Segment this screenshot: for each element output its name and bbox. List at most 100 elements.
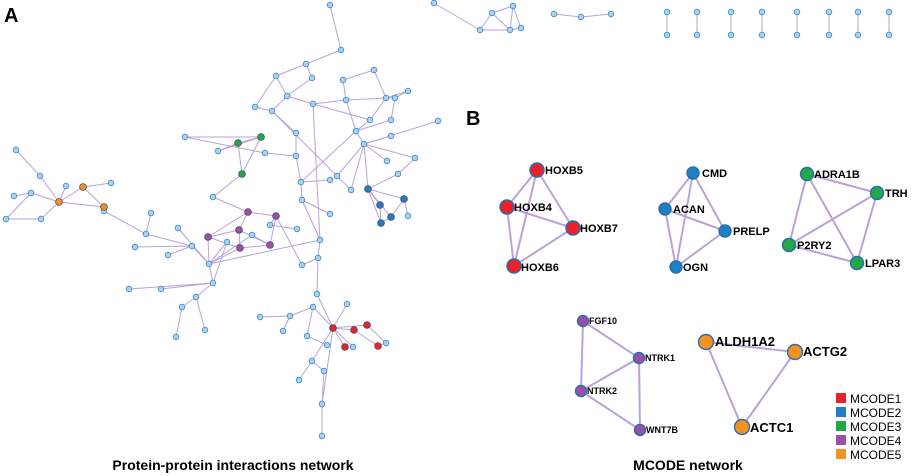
mcode-edge	[705, 341, 796, 353]
ppi-edge	[321, 327, 334, 405]
ppi-node	[318, 400, 326, 408]
ppi-node	[27, 189, 35, 197]
ppi-edge	[350, 143, 365, 191]
ppi-node	[313, 290, 321, 298]
ppi-cluster-node	[234, 139, 242, 147]
ppi-edge	[103, 210, 147, 235]
ppi-edge	[311, 327, 334, 362]
ppi-node	[12, 146, 20, 154]
ppi-node	[506, 26, 514, 34]
ppi-edge	[208, 263, 214, 284]
ppi-edge	[385, 90, 409, 99]
ppi-node	[142, 230, 150, 238]
ppi-node	[181, 133, 189, 141]
mcode-edge	[506, 169, 538, 208]
ppi-cluster-node	[377, 219, 385, 227]
ppi-node	[391, 94, 399, 102]
ppi-edge	[145, 233, 193, 247]
ppi-edge	[58, 186, 84, 203]
ppi-node	[663, 8, 671, 16]
ppi-node	[261, 149, 269, 157]
ppi-node	[333, 172, 341, 180]
ppi-edge	[175, 306, 183, 338]
mcode-edge	[664, 208, 677, 268]
ppi-node	[517, 24, 525, 32]
ppi-edge	[286, 77, 313, 97]
ppi-edge	[336, 175, 352, 191]
ppi-node	[382, 94, 390, 102]
node-label: ALDH1A2	[715, 334, 775, 349]
node-label: HOXB5	[545, 165, 583, 177]
ppi-node	[298, 196, 306, 204]
ppi-node	[825, 31, 833, 39]
ppi-cluster-node	[272, 212, 280, 220]
ppi-edge	[509, 5, 514, 31]
legend-label: MCODE1	[850, 392, 902, 406]
node-label: NTRK2	[587, 386, 617, 396]
ppi-edge	[254, 75, 277, 108]
ppi-edge	[369, 97, 387, 121]
ppi-node	[663, 31, 671, 39]
ppi-edge	[195, 296, 206, 331]
node-label: PRELP	[733, 226, 770, 238]
mcode-edge	[580, 390, 641, 431]
ppi-node	[316, 236, 324, 244]
legend-label: MCODE4	[850, 434, 902, 448]
ppi-edge	[367, 173, 399, 190]
ppi-edge	[212, 241, 228, 284]
ppi-edge	[332, 324, 368, 329]
ppi-node	[727, 31, 735, 39]
ppi-node	[411, 154, 419, 162]
ppi-edge	[306, 306, 314, 337]
ppi-node	[360, 140, 368, 148]
ppi-node	[607, 10, 615, 18]
ppi-edge	[345, 97, 387, 101]
ppi-nodes	[2, 0, 893, 440]
legend-label: MCODE2	[850, 406, 902, 420]
mcode-edge	[806, 173, 878, 194]
ppi-node	[157, 285, 165, 293]
mcode-edge	[788, 244, 858, 264]
ppi-node	[793, 8, 801, 16]
ppi-edge	[207, 211, 249, 238]
ppi-edge	[275, 215, 303, 266]
ppi-node	[302, 60, 310, 68]
ppi-edge	[259, 315, 291, 318]
ppi-edge	[512, 5, 522, 29]
ppi-node	[326, 1, 334, 9]
ppi-cluster-node	[363, 321, 371, 329]
ppi-node	[885, 31, 893, 39]
mcode-node	[499, 199, 515, 215]
ppi-edge	[269, 215, 277, 246]
ppi-cluster-node	[329, 324, 337, 332]
mcode-edge	[582, 320, 640, 359]
ppi-node	[174, 224, 182, 232]
ppi-edge	[332, 303, 348, 329]
mcode-node	[658, 202, 672, 216]
mcode-node	[781, 237, 797, 253]
mcode-node	[669, 260, 683, 274]
legend-swatch	[836, 407, 846, 417]
ppi-edge	[212, 173, 243, 198]
mcode-edge	[788, 173, 808, 246]
ppi-cluster-node	[244, 208, 252, 216]
ppi-edge	[363, 120, 439, 145]
ppi-edge	[367, 188, 382, 224]
ppi-edge	[271, 95, 288, 112]
ppi-edge	[208, 234, 253, 265]
ppi-node	[251, 103, 259, 111]
mcode-node	[506, 258, 522, 274]
ppi-edge	[145, 212, 152, 235]
ppi-node	[430, 0, 438, 7]
ppi-edge	[195, 282, 214, 298]
ppi-node	[476, 26, 484, 34]
ppi-node	[214, 147, 222, 155]
mcode-node	[632, 351, 646, 365]
ppi-node	[387, 132, 395, 140]
node-label: LPAR3	[865, 258, 900, 270]
mcode-edge	[675, 172, 694, 268]
mcode-edge	[638, 357, 641, 431]
ppi-edge	[301, 199, 321, 241]
ppi-edge	[397, 157, 416, 175]
